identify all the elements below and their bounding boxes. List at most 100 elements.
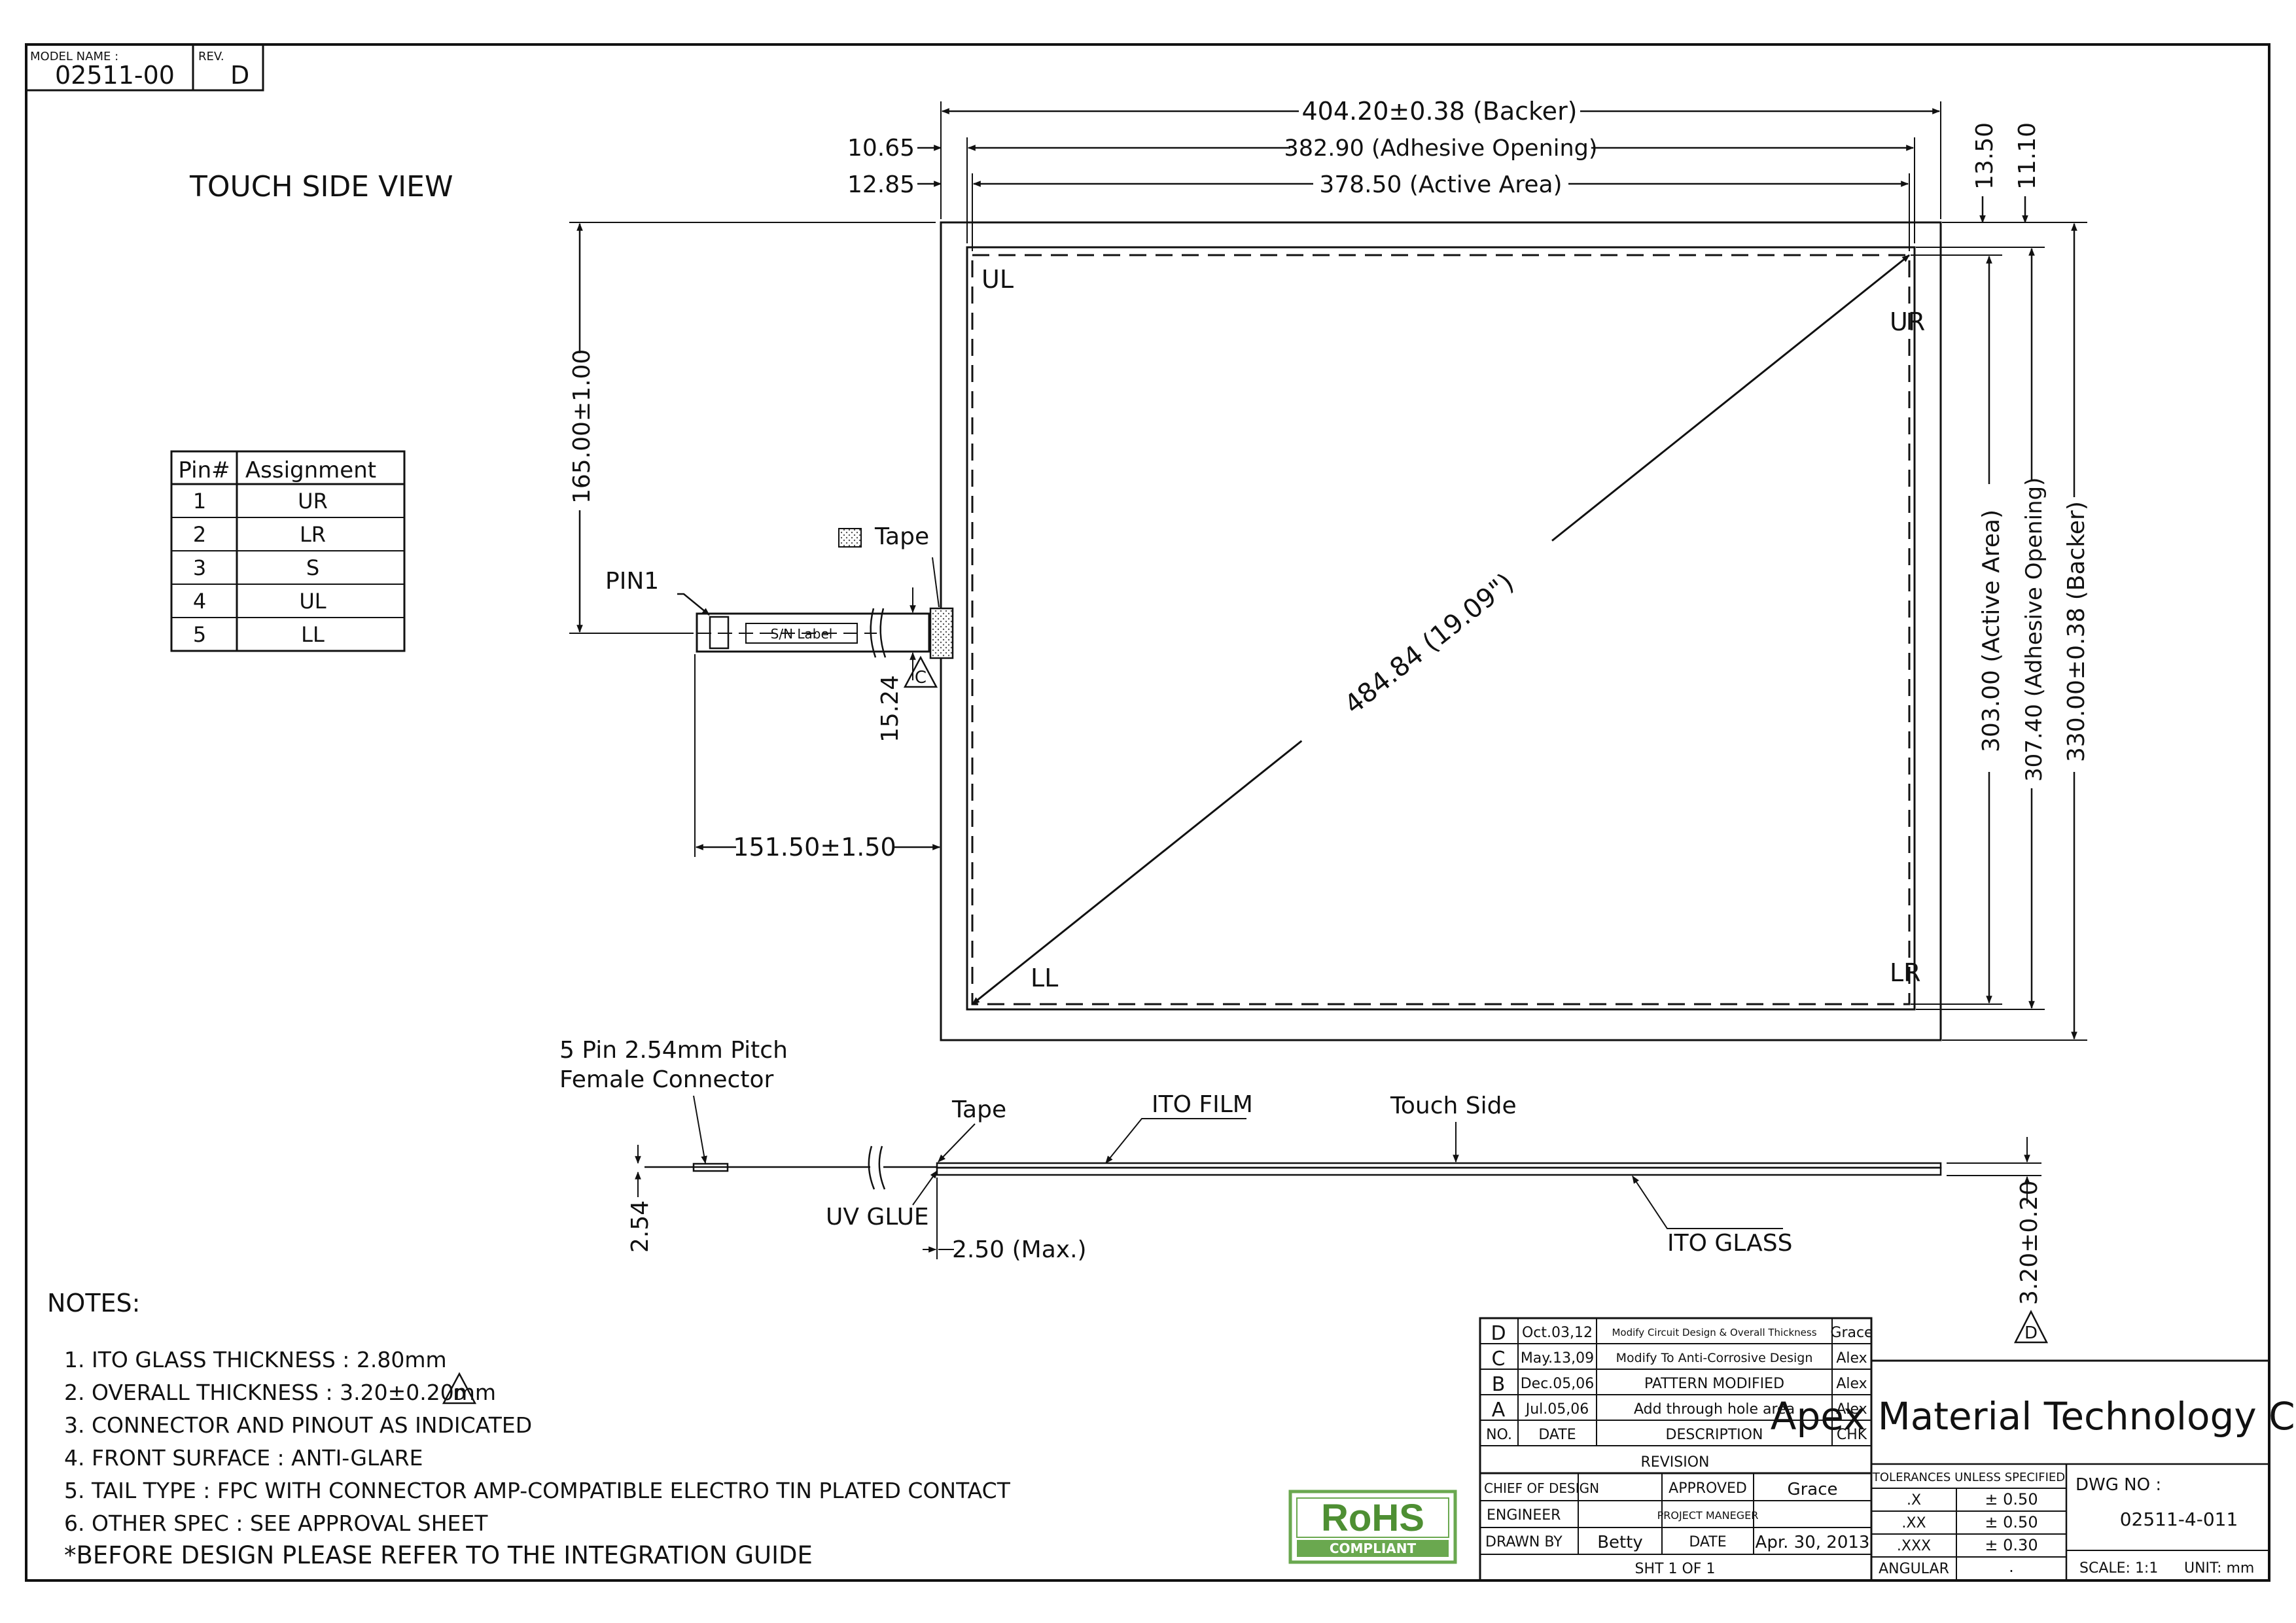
pin-table-cell: 2 xyxy=(193,522,206,547)
connector-height-dimension: 2.54 xyxy=(627,1200,654,1253)
revision-date: May.13,09 xyxy=(1521,1350,1594,1367)
pin-table-header-pin: Pin# xyxy=(178,457,230,483)
notes-title: NOTES: xyxy=(47,1289,140,1318)
corner-ll: LL xyxy=(1031,964,1058,992)
revision-header-no: NO. xyxy=(1486,1427,1512,1443)
note-item: 3. CONNECTOR AND PINOUT AS INDICATED xyxy=(64,1412,532,1438)
backer-height-dimension: 330.00±0.38 (Backer) xyxy=(2063,501,2090,762)
model-name-block: MODEL NAME : 02511-00 REV. D xyxy=(25,43,264,92)
pin-table-cell: 5 xyxy=(193,622,206,647)
model-name-value: 02511-00 xyxy=(55,61,175,90)
dwg-no-label: DWG NO : xyxy=(2075,1475,2161,1495)
revision-header-checker: CHK xyxy=(1837,1427,1867,1443)
scale: SCALE: 1:1 xyxy=(2079,1560,2158,1577)
sheet-count: SHT 1 OF 1 xyxy=(1635,1561,1716,1577)
overall-thickness-dimension: 3.20±0.20 xyxy=(2016,1181,2043,1305)
revision-date: Jul.05,06 xyxy=(1525,1401,1589,1418)
side-view: 5 Pin 2.54mm Pitch Female Connector 2.54… xyxy=(559,1037,2049,1344)
rev-label: REV. xyxy=(198,50,224,63)
ito-glass-callout: ITO GLASS xyxy=(1667,1230,1793,1257)
offset-right-2-dimension: 11.10 xyxy=(2014,122,2041,190)
pin-table-cell: LL xyxy=(301,622,325,647)
rev-value: D xyxy=(230,61,249,90)
revision-description: Modify Circuit Design & Overall Thicknes… xyxy=(1612,1327,1816,1338)
notes: NOTES: 1. ITO GLASS THICKNESS : 2.80mm 2… xyxy=(47,1289,1011,1569)
revision-no: B xyxy=(1492,1373,1506,1396)
revision-no: D xyxy=(1491,1322,1506,1345)
note-item: 6. OTHER SPEC : SEE APPROVAL SHEET xyxy=(64,1510,488,1536)
tolerance-value: ± 0.30 xyxy=(1985,1536,2038,1554)
revision-description: PATTERN MODIFIED xyxy=(1644,1376,1784,1392)
approved-by: Grace xyxy=(1787,1480,1837,1499)
tape-patch xyxy=(929,607,954,659)
drawn-by-label: DRAWN BY xyxy=(1485,1534,1563,1550)
revision-title: REVISION xyxy=(1641,1454,1710,1471)
diagonal-dimension: 484.84 (19.09") xyxy=(1339,567,1519,720)
rohs-logo-subtext: COMPLIANT xyxy=(1330,1541,1417,1556)
tail-width-dimension: 15.24 xyxy=(877,675,904,742)
revision-header-date: DATE xyxy=(1538,1427,1576,1443)
unit: UNIT: mm xyxy=(2184,1560,2254,1577)
revision-header-description: DESCRIPTION xyxy=(1666,1427,1763,1443)
note-item: 1. ITO GLASS THICKNESS : 2.80mm xyxy=(64,1347,447,1372)
pin-table-cell: UL xyxy=(299,589,326,614)
corner-lr: LR xyxy=(1890,958,1921,987)
drawn-by-name: Betty xyxy=(1597,1533,1643,1552)
sn-label: S/N Label xyxy=(771,626,833,642)
note-revision-marker: D xyxy=(453,1386,465,1404)
touch-side-callout: Touch Side xyxy=(1390,1092,1517,1119)
tape-legend-label: Tape xyxy=(874,523,929,550)
note-item: *BEFORE DESIGN PLEASE REFER TO THE INTEG… xyxy=(64,1541,813,1569)
pin-table-cell: 4 xyxy=(193,589,206,614)
backer-width-dimension: 404.20±0.38 (Backer) xyxy=(1301,97,1577,126)
company-name: Apex Material Technology Corp. xyxy=(1771,1394,2296,1439)
date-label: DATE xyxy=(1689,1534,1726,1550)
tail-length-dimension: 151.50±1.50 xyxy=(733,833,896,862)
rohs-logo-text: RoHS xyxy=(1321,1497,1424,1539)
engineer-label: ENGINEER xyxy=(1487,1507,1561,1524)
note-item: 4. FRONT SURFACE : ANTI-GLARE xyxy=(64,1445,423,1471)
uv-glue-callout: UV GLUE xyxy=(826,1204,929,1230)
tolerance-label: ANGULAR xyxy=(1879,1561,1949,1577)
sheet-border xyxy=(25,43,2270,1582)
active-height-dimension: 303.00 (Active Area) xyxy=(1978,510,2005,752)
tolerance-label: .X xyxy=(1907,1492,1921,1509)
pin1-callout: PIN1 xyxy=(605,568,659,595)
pin-table-cell: LR xyxy=(300,522,326,547)
project-manager-label: PROJECT MANEGER xyxy=(1657,1509,1759,1522)
approved-label: APPROVED xyxy=(1669,1480,1747,1497)
fpc-tail: 165.00±1.00 S/N Label 15.24 C 151.50±1.5… xyxy=(561,222,954,862)
revision-checker: Grace xyxy=(1830,1325,1873,1341)
connector-callout-line1: 5 Pin 2.54mm Pitch xyxy=(559,1037,788,1064)
corner-ur: UR xyxy=(1890,307,1925,336)
tail-height-dimension: 165.00±1.00 xyxy=(569,349,595,504)
adhesive-width-dimension: 382.90 (Adhesive Opening) xyxy=(1284,135,1597,162)
tolerance-value: ± 0.50 xyxy=(1985,1490,2038,1509)
tolerance-label: .XXX xyxy=(1897,1538,1931,1554)
revision-marker-d: D xyxy=(2024,1323,2038,1343)
revision-date: Oct.03,12 xyxy=(1522,1325,1593,1341)
sn-label-box xyxy=(745,623,858,644)
revision-date: Dec.05,06 xyxy=(1521,1376,1595,1392)
revision-checker: Alex xyxy=(1836,1376,1867,1392)
pin-table-cell: UR xyxy=(298,489,328,514)
tolerances-title: TOLERANCES UNLESS SPECIFIED xyxy=(1872,1471,2065,1484)
pin-table-cell: S xyxy=(306,555,319,580)
revision-no: A xyxy=(1492,1399,1506,1422)
revision-description: Modify To Anti-Corrosive Design xyxy=(1616,1351,1813,1365)
tail-thickness-dimension: 2.50 (Max.) xyxy=(952,1236,1087,1263)
revision-no: C xyxy=(1492,1348,1506,1370)
revision-checker: Alex xyxy=(1836,1350,1867,1367)
dwg-no: 02511-4-011 xyxy=(2120,1509,2238,1530)
rohs-logo: RoHS COMPLIANT xyxy=(1288,1490,1457,1564)
connector-callout-line2: Female Connector xyxy=(559,1066,773,1093)
offset-adhesive-dimension: 10.65 xyxy=(847,135,915,162)
title-block: CHIEF OF DESIGN APPROVED Grace ENGINEER … xyxy=(1479,1359,2296,1582)
pin-table-cell: 3 xyxy=(193,555,206,580)
revision-marker-c: C xyxy=(915,668,927,688)
tape-legend-swatch xyxy=(838,528,862,548)
offset-active-dimension: 12.85 xyxy=(847,171,915,198)
pin-table-header-assignment: Assignment xyxy=(245,457,376,483)
view-title: TOUCH SIDE VIEW xyxy=(189,170,453,203)
